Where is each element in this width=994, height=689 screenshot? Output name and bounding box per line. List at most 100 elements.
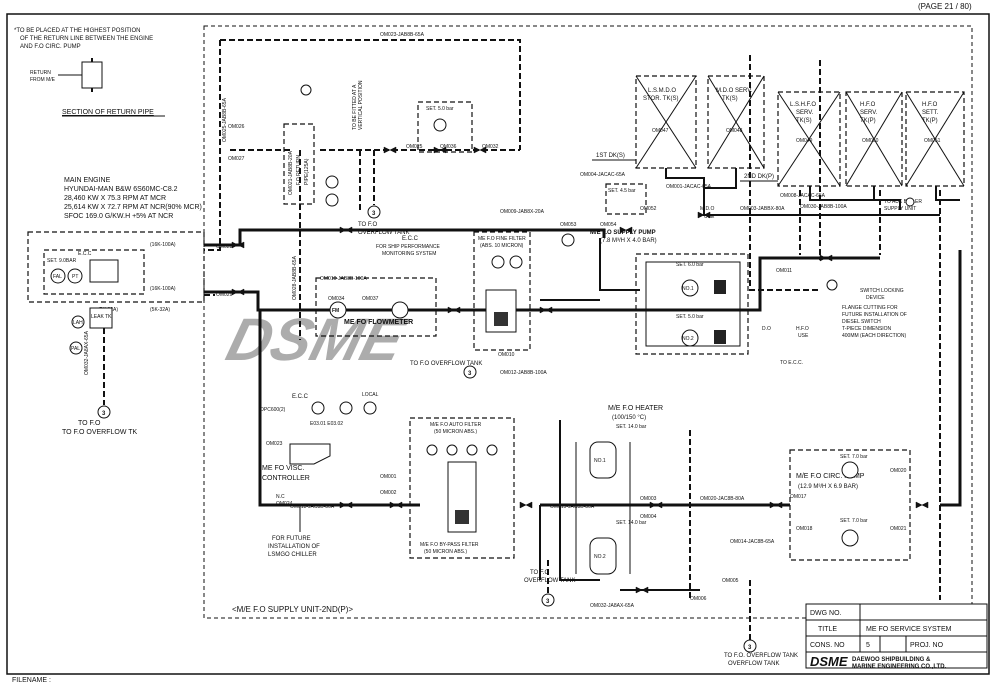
svg-text:OPC600(2): OPC600(2) xyxy=(260,407,286,413)
svg-text:OM004: OM004 xyxy=(640,514,657,520)
svg-text:LAH: LAH xyxy=(73,320,83,326)
svg-text:OM034: OM034 xyxy=(328,296,345,302)
svg-text:E.C.C: E.C.C xyxy=(78,251,92,257)
pt-instrument-icon xyxy=(67,268,83,284)
svg-text:NO.1: NO.1 xyxy=(594,458,606,464)
svg-text:OM053: OM053 xyxy=(560,222,577,228)
svg-text:OM050: OM050 xyxy=(862,138,879,144)
engine-line-4: 25,614 KW X 72.7 RPM AT NCR(90% MCR) xyxy=(64,204,202,211)
svg-text:OM020-JAC8B-80A: OM020-JAC8B-80A xyxy=(700,496,745,502)
flowmeter-label: ME FO FLOWMETER xyxy=(344,319,413,326)
supply-unit-label: <M/E F.O SUPPLY UNIT-2ND(P)> xyxy=(232,605,353,614)
svg-text:OM018: OM018 xyxy=(796,526,813,532)
svg-text:CONTROLLER: CONTROLLER xyxy=(262,475,310,482)
svg-text:OM020: OM020 xyxy=(890,468,907,474)
svg-text:OM027: OM027 xyxy=(228,156,245,162)
svg-text:STOR. TK(S): STOR. TK(S) xyxy=(643,96,678,102)
svg-text:M/E F.O CIRC. PUMP: M/E F.O CIRC. PUMP xyxy=(796,473,865,480)
svg-text:OM017: OM017 xyxy=(790,494,807,500)
vent-instrument-icon xyxy=(300,84,312,96)
svg-text:OM030-JAB8B-100A: OM030-JAB8B-100A xyxy=(800,204,847,210)
svg-text:OM032-JA8AX-65A: OM032-JA8AX-65A xyxy=(84,330,90,375)
svg-text:TO F.O. OVERFLOW TANK: TO F.O. OVERFLOW TANK xyxy=(724,653,798,659)
svg-text:PT: PT xyxy=(72,274,78,280)
cons-no-label: CONS. NO xyxy=(810,642,845,649)
heater-no2-icon xyxy=(589,537,617,575)
svg-text:(50 MICRON ABS.): (50 MICRON ABS.) xyxy=(434,429,477,435)
svg-text:NO.2: NO.2 xyxy=(594,554,606,560)
svg-text:DIESEL SWITCH: DIESEL SWITCH xyxy=(842,319,881,325)
svg-text:NO.2: NO.2 xyxy=(682,336,694,342)
filename-label: FILENAME : xyxy=(12,677,51,684)
svg-text:H.F.O: H.F.O xyxy=(796,326,809,332)
valve-icon xyxy=(519,501,533,509)
svg-text:OM026: OM026 xyxy=(228,124,245,130)
svg-text:OM006: OM006 xyxy=(690,596,707,602)
overflow-label-top: OVERFLOW TANK xyxy=(358,230,409,236)
engine-set-label: SET. 9.0BAR xyxy=(47,258,77,264)
title-block: DWG NO. TITLE ME FO SERVICE SYSTEM CONS.… xyxy=(805,603,988,670)
ecc-instruments: E.C.C LOCAL OPC600(2) E03.01 E03.02 xyxy=(260,392,379,427)
circ-pump-no2-icon xyxy=(841,529,859,547)
instrument-icon xyxy=(446,444,458,456)
svg-text:TK(S): TK(S) xyxy=(796,118,812,124)
svg-text:MONITORING SYSTEM: MONITORING SYSTEM xyxy=(382,251,436,257)
svg-text:(5K-32A): (5K-32A) xyxy=(150,307,170,313)
svg-text:OM028: OM028 xyxy=(216,244,233,250)
level-instrument-icon xyxy=(325,193,339,207)
tt-instrument-icon xyxy=(311,401,325,415)
svg-text:TO AUX BOILER: TO AUX BOILER xyxy=(884,199,922,205)
svg-text:OM052: OM052 xyxy=(640,206,657,212)
svg-text:OM021-JAB8B-20A: OM021-JAB8B-20A xyxy=(288,150,294,195)
flowmeter-2-icon xyxy=(391,301,409,319)
svg-text:VERTICAL POSITION: VERTICAL POSITION xyxy=(358,80,364,130)
valve-icon xyxy=(819,254,833,262)
valve-tag-labels: OM028 OM029 OM047 OM048 OM049 OM050 OM05… xyxy=(216,128,941,602)
svg-text:FUTURE INSTALLATION OF: FUTURE INSTALLATION OF xyxy=(842,312,907,318)
svg-text:OM010-JAB8B-100A: OM010-JAB8B-100A xyxy=(320,276,367,282)
svg-text:T-PIECE DIMENSION: T-PIECE DIMENSION xyxy=(842,326,892,332)
valve-icon xyxy=(769,501,783,509)
auto-filter-element-icon xyxy=(455,510,469,524)
svg-text:OM025-JAB8B-65A: OM025-JAB8B-65A xyxy=(222,97,228,142)
leak-tank-icon xyxy=(89,307,113,329)
svg-text:(100/150 °C): (100/150 °C) xyxy=(612,415,646,421)
svg-text:OM028-JAB8B-65A: OM028-JAB8B-65A xyxy=(292,255,298,300)
svg-text:OM012-JAB8B-100A: OM012-JAB8B-100A xyxy=(500,370,547,376)
svg-text:FOR FUTURE: FOR FUTURE xyxy=(272,536,311,542)
supply-pump-motor-1 xyxy=(714,280,726,294)
valve-icon xyxy=(649,501,663,509)
engine-line-5: SFOC 169.0 G/KW.H +5% AT NCR xyxy=(64,213,173,220)
visc-controller-icon xyxy=(289,443,331,465)
svg-text:OM049: OM049 xyxy=(796,138,813,144)
circ-pump-group: M/E F.O CIRC. PUMP (12.9 M³/H X 6.9 BAR)… xyxy=(789,449,911,561)
watermark: DSME xyxy=(220,306,413,373)
svg-text:M/E F.O BY-PASS FILTER: M/E F.O BY-PASS FILTER xyxy=(420,542,479,548)
svg-text:OM023-JAB8B-65A: OM023-JAB8B-65A xyxy=(380,32,425,38)
svg-text:(50 MICRON ABS.): (50 MICRON ABS.) xyxy=(424,549,467,555)
svg-text:SET. 4.5 bar: SET. 4.5 bar xyxy=(608,188,636,194)
svg-text:TK(S): TK(S) xyxy=(722,96,738,102)
svg-text:OM023: OM023 xyxy=(266,441,283,447)
svg-text:FAL: FAL xyxy=(53,274,62,280)
engine-data: MAIN ENGINE HYUNDAI-MAN B&W 6S60MC-C8.2 … xyxy=(64,177,202,220)
svg-text:(16K-100A): (16K-100A) xyxy=(150,242,176,248)
svg-text:400MM (EACH DIRECTION): 400MM (EACH DIRECTION) xyxy=(842,333,907,339)
svg-text:OM018-JAC8B-80A: OM018-JAC8B-80A xyxy=(290,504,335,510)
title-label: TITLE xyxy=(818,626,837,633)
overflow-arrow-icon xyxy=(463,365,477,379)
svg-text:M/E F.O HEATER: M/E F.O HEATER xyxy=(608,405,663,412)
note-line-2: OF THE RETURN LINE BETWEEN THE ENGINE xyxy=(20,36,153,42)
fo-return-pipe-icon xyxy=(283,123,315,205)
valve-symbols xyxy=(231,146,929,594)
svg-text:OVERFLOW TANK: OVERFLOW TANK xyxy=(728,661,779,667)
valve-icon xyxy=(339,501,353,509)
svg-text:NO.1: NO.1 xyxy=(682,286,694,292)
svg-text:TO BE FITTED AT A: TO BE FITTED AT A xyxy=(352,84,358,130)
svg-text:USE: USE xyxy=(798,333,809,339)
lsmdo-tank xyxy=(635,75,697,169)
overflow-arrow-icon xyxy=(541,593,555,607)
svg-text:ME F.O FINE FILTER: ME F.O FINE FILTER xyxy=(478,236,526,242)
svg-text:M/E F.O SUPPLY PUMP: M/E F.O SUPPLY PUMP xyxy=(590,230,656,236)
